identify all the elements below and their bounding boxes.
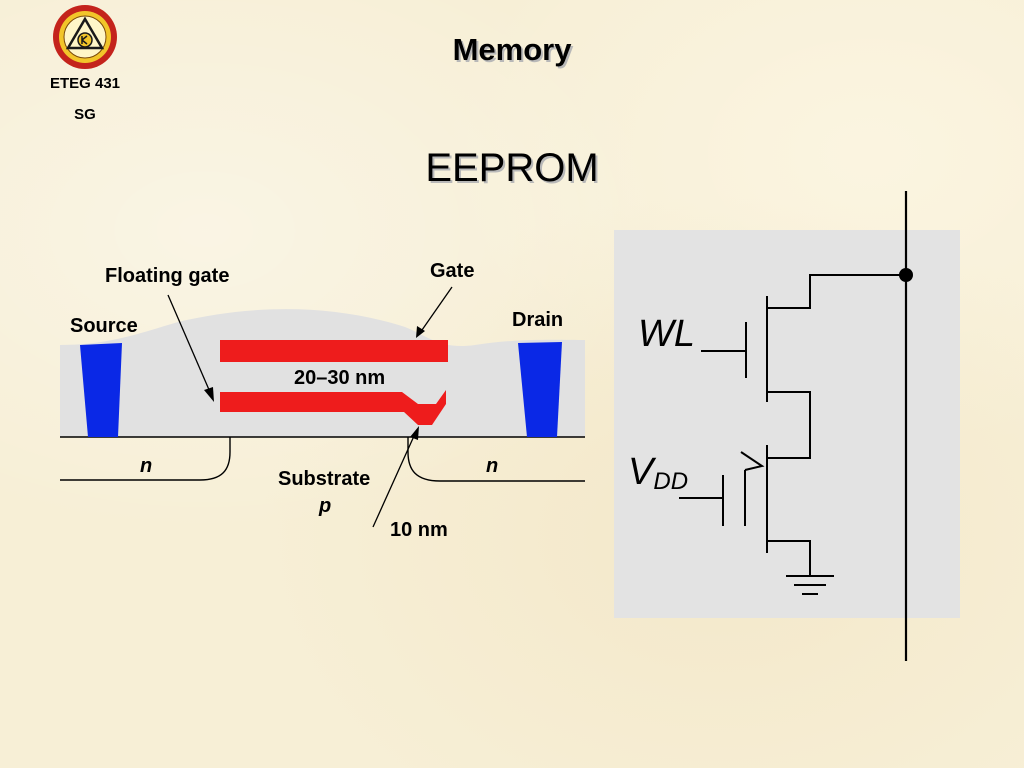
floating-gate-label: Floating gate — [105, 265, 229, 287]
slide-subtitle: EEPROM — [425, 146, 599, 190]
source-contact — [80, 343, 122, 437]
floating-gate — [220, 390, 446, 425]
drain-n-label: n — [486, 455, 498, 477]
section-label: SG — [74, 106, 96, 123]
course-code: ETEG 431 — [49, 75, 121, 92]
series-wire — [767, 391, 811, 459]
source-n-region — [60, 437, 231, 481]
oxide-layer — [60, 309, 585, 437]
oxide-pointer — [372, 435, 415, 528]
oxide-thickness-label: 10 nm — [390, 519, 448, 541]
control-gate — [220, 340, 448, 362]
gate-pointer — [421, 286, 453, 331]
tunnel-marker — [740, 451, 765, 471]
cell-cross-section: Floating gate Gate Source Drain 20–30 nm… — [60, 260, 585, 541]
gate-arrowhead — [416, 326, 425, 338]
substrate-label: Substrate — [278, 468, 370, 490]
ground-wire — [767, 540, 811, 576]
university-seal-logo — [53, 5, 117, 69]
drain-n-region — [407, 437, 585, 482]
vdd-label: VDD — [628, 451, 688, 495]
oxide-arrowhead — [410, 426, 419, 440]
source-n-label: n — [140, 455, 152, 477]
source-label: Source — [70, 315, 138, 337]
access-drain-wire — [767, 274, 906, 309]
page-title: Memory — [452, 32, 572, 67]
drain-contact — [518, 342, 562, 437]
cell-schematic: WL VDD — [614, 191, 960, 661]
gate-gap-label: 20–30 nm — [294, 367, 385, 389]
gate-label: Gate — [430, 260, 474, 282]
substrate-type-label: p — [318, 495, 331, 517]
word-line-label: WL — [638, 313, 695, 355]
drain-label: Drain — [512, 309, 563, 331]
floating-gate-pointer — [167, 294, 211, 393]
floating-gate-arrowhead — [204, 387, 214, 402]
schematic-panel — [614, 230, 960, 618]
